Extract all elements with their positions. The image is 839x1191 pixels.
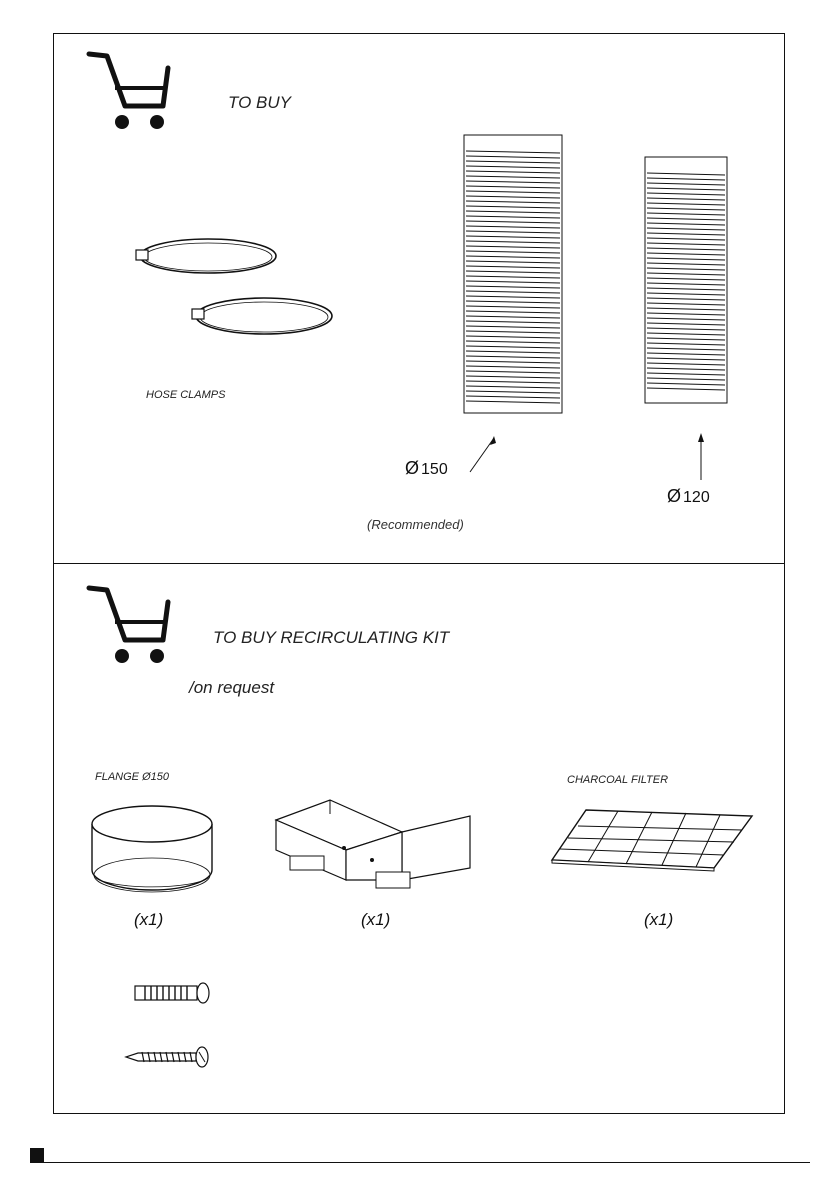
- flex-hose-icon: [644, 156, 728, 404]
- flex-hose-icon: [463, 134, 563, 414]
- diameter-symbol: Ø: [667, 486, 682, 506]
- adapter-quantity: (x1): [361, 910, 391, 929]
- page-marker: [30, 1148, 44, 1162]
- hose-clamp-icon: [135, 238, 333, 335]
- to-buy-heading: TO BUY: [228, 93, 291, 112]
- on-request-note: /on request: [189, 678, 275, 697]
- diameter-symbol: Ø: [405, 458, 420, 478]
- arrow-icon: [698, 433, 704, 480]
- cart-icon: [86, 585, 171, 663]
- flange-quantity: (x1): [134, 910, 164, 929]
- footer-rule: [30, 1162, 810, 1163]
- filter-quantity: (x1): [644, 910, 674, 929]
- adapter-icon: [274, 799, 471, 889]
- page-frame: [53, 33, 785, 1114]
- section-divider: [53, 563, 785, 564]
- hose-clamps-label: HOSE CLAMPS: [146, 389, 226, 401]
- charcoal-filter-icon: [550, 809, 754, 872]
- arrow-icon: [469, 436, 496, 473]
- recommended-note: (Recommended): [367, 517, 464, 532]
- charcoal-filter-label: CHARCOAL FILTER: [567, 774, 669, 786]
- screw-icon: [124, 1046, 209, 1068]
- wall-plug-icon: [134, 982, 210, 1004]
- flange-label: FLANGE Ø150: [95, 771, 169, 783]
- cart-icon: [86, 51, 171, 129]
- flange-icon: [91, 805, 213, 893]
- recirculating-kit-heading: TO BUY RECIRCULATING KIT: [213, 628, 450, 647]
